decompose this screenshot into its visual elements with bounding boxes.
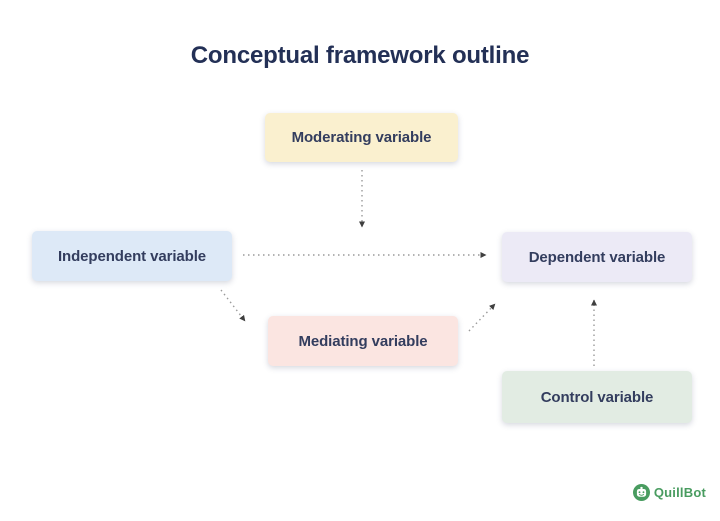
arrow-mediating-to-dependent <box>468 303 496 332</box>
quillbot-branding: QuillBot <box>632 484 706 501</box>
node-dependent-variable: Dependent variable <box>502 232 692 282</box>
node-moderating-variable: Moderating variable <box>265 113 458 162</box>
page-title: Conceptual framework outline <box>190 42 530 69</box>
node-control-variable: Control variable <box>502 371 692 423</box>
node-mediating-variable: Mediating variable <box>268 316 458 366</box>
quillbot-logo-icon <box>632 484 650 501</box>
node-mediating-label: Mediating variable <box>298 332 428 350</box>
quillbot-logo-text: QuillBot <box>653 485 706 500</box>
node-dependent-label: Dependent variable <box>528 248 666 266</box>
arrow-independent-to-mediating <box>220 289 246 322</box>
node-control-label: Control variable <box>540 388 654 406</box>
node-moderating-label: Moderating variable <box>291 129 432 146</box>
node-independent-label: Independent variable <box>57 247 207 265</box>
node-independent-variable: Independent variable <box>32 231 232 281</box>
